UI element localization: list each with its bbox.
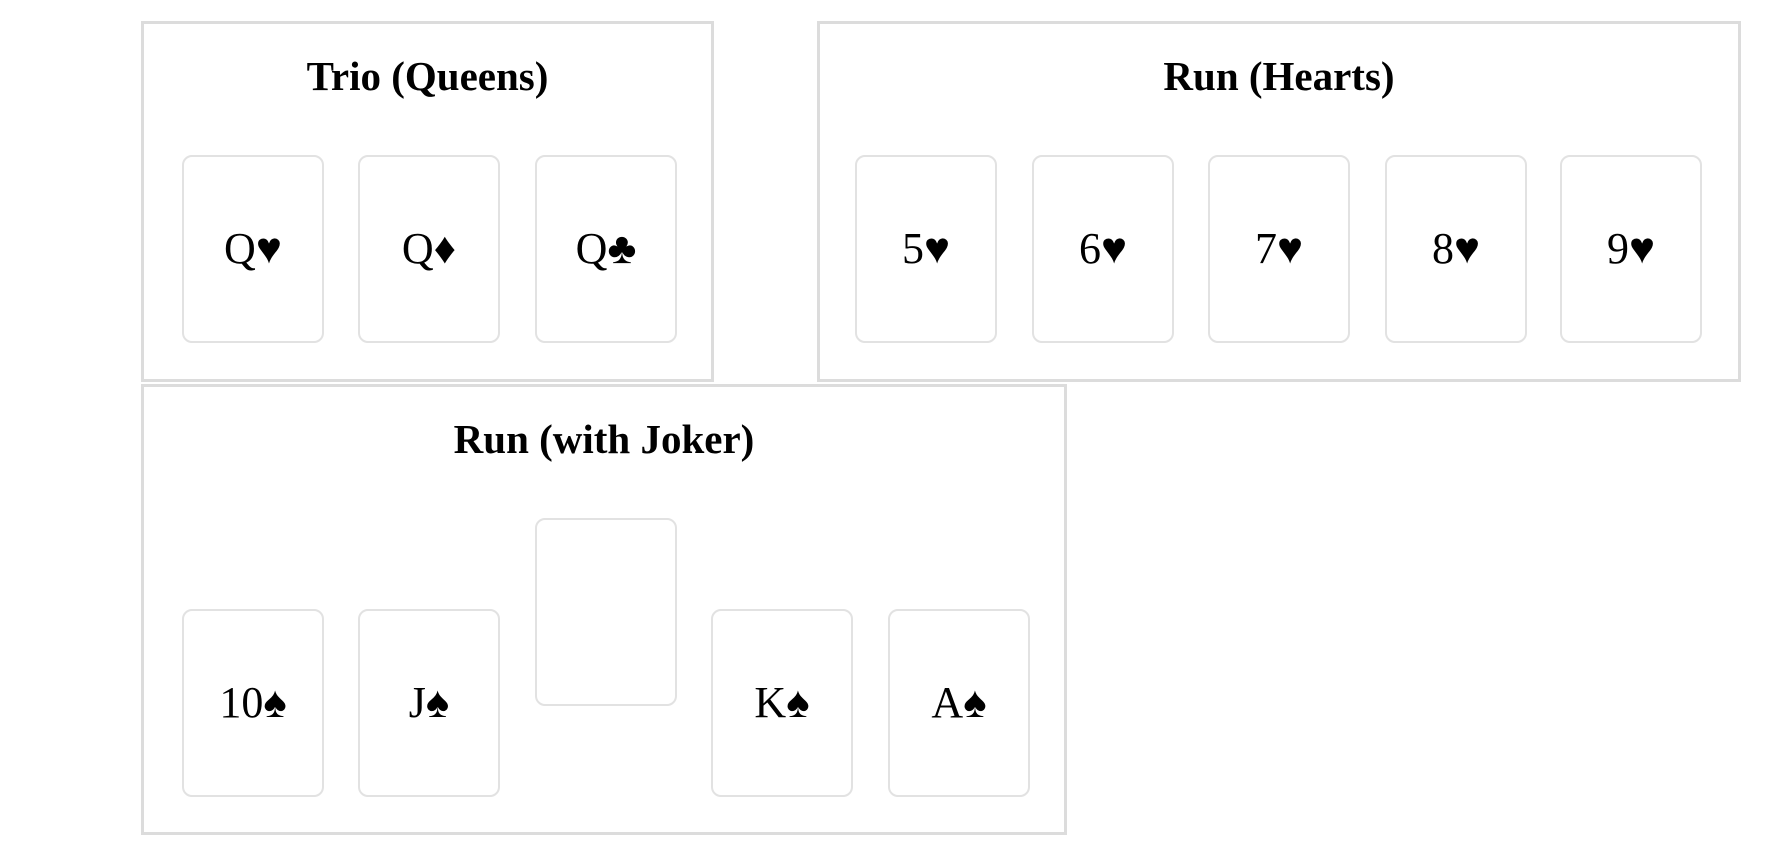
card-label: 6♥ <box>1078 224 1128 273</box>
card-label: 5♥ <box>901 224 951 273</box>
card-label: Q♥ <box>224 224 282 273</box>
card-7-hearts[interactable]: 7♥ <box>1208 155 1350 343</box>
card-label: K♠ <box>754 678 810 727</box>
card-label: 8♥ <box>1431 224 1481 273</box>
card-label: J♠ <box>408 678 450 727</box>
card-label: 9♥ <box>1606 224 1656 273</box>
card-label: Q♣ <box>575 224 637 273</box>
card-9-hearts[interactable]: 9♥ <box>1560 155 1702 343</box>
card-10-spades[interactable]: 10♠ <box>182 609 324 797</box>
meld-title: Trio (Queens) <box>306 53 549 99</box>
card-king-spades[interactable]: K♠ <box>711 609 853 797</box>
meld-run-with-joker: Run (with Joker) 10♠ J♠ K♠ A♠ <box>141 384 1067 835</box>
card-label: A♠ <box>931 678 987 727</box>
card-label: 10♠ <box>219 678 287 727</box>
meld-title: Run (with Joker) <box>453 416 755 462</box>
meld-run-hearts: Run (Hearts) 5♥ 6♥ 7♥ 8♥ 9♥ <box>817 21 1741 382</box>
card-label: Q♦ <box>401 224 457 273</box>
card-queen-clubs[interactable]: Q♣ <box>535 155 677 343</box>
card-ace-spades[interactable]: A♠ <box>888 609 1030 797</box>
card-8-hearts[interactable]: 8♥ <box>1385 155 1527 343</box>
card-5-hearts[interactable]: 5♥ <box>855 155 997 343</box>
meld-trio-queens: Trio (Queens) Q♥ Q♦ Q♣ <box>141 21 714 382</box>
meld-title: Run (Hearts) <box>1163 53 1395 99</box>
card-jack-spades[interactable]: J♠ <box>358 609 500 797</box>
card-joker-blank[interactable] <box>535 518 677 706</box>
card-queen-hearts[interactable]: Q♥ <box>182 155 324 343</box>
card-label: 7♥ <box>1254 224 1304 273</box>
card-6-hearts[interactable]: 6♥ <box>1032 155 1174 343</box>
card-queen-diamonds[interactable]: Q♦ <box>358 155 500 343</box>
